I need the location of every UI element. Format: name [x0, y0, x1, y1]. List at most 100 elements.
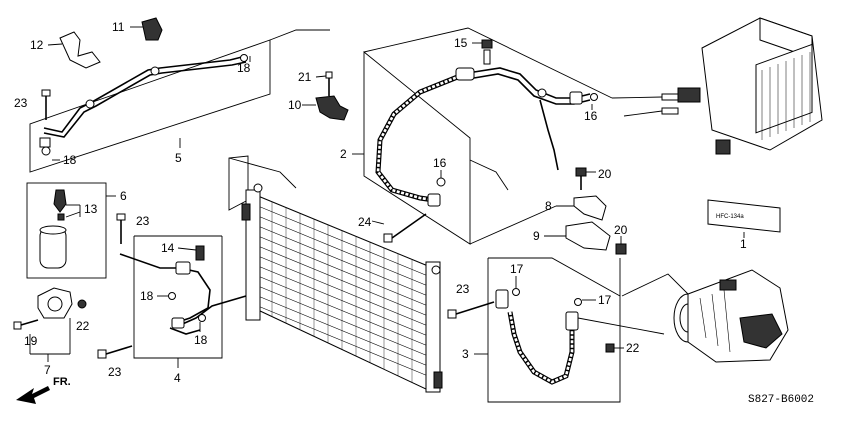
callout-7: 7	[44, 363, 51, 377]
pressure-switch-base	[57, 213, 65, 221]
callout-12: 12	[30, 38, 44, 52]
diagram-code: S827-B6002	[748, 394, 814, 406]
group-2-frame-inner	[469, 159, 509, 191]
pressure-switch	[53, 189, 67, 213]
callout-5: 5	[175, 151, 182, 165]
caution-label-text: HFC-134a	[716, 214, 744, 220]
callout-20-bottom: 20	[614, 223, 628, 237]
o-ring-17-right	[574, 298, 582, 306]
compressor	[621, 269, 789, 363]
hose-fitting-top	[455, 67, 475, 81]
discharge-fitting-right	[565, 311, 579, 331]
evap-drain	[715, 139, 731, 155]
group-7-bracket	[13, 287, 87, 362]
bolt-19-shank	[20, 319, 39, 326]
group-5-frame	[29, 39, 271, 173]
callout-23-top: 23	[14, 96, 28, 110]
evap-connect-2	[623, 110, 663, 117]
bolt-23-head	[41, 89, 51, 97]
hose-branch	[539, 99, 559, 171]
bolt-23-d-shank	[455, 301, 495, 315]
discharge-fitting-left	[495, 289, 509, 309]
suction-pipe-parallel	[43, 61, 247, 138]
evap-inlet	[661, 93, 679, 101]
condenser-fins	[257, 205, 429, 377]
group-4-frame	[133, 236, 223, 359]
bolt-23-d-head	[447, 309, 457, 319]
callout-10: 10	[288, 98, 302, 112]
callout-1: 1	[740, 237, 747, 251]
callout-6: 6	[120, 189, 127, 203]
leader-21	[315, 75, 327, 78]
evap-connect-1	[611, 96, 663, 99]
callout-22-right: 22	[626, 341, 640, 355]
bracket-12	[59, 31, 101, 69]
bolt-23-b-head	[116, 213, 126, 221]
condenser-bushing-top	[253, 183, 263, 193]
suction-hose-texture	[376, 74, 461, 202]
bolt-24-head	[383, 233, 393, 243]
callout-23-mid: 23	[136, 214, 150, 228]
caution-label-plate	[707, 199, 781, 233]
liquid-pipe-lower	[177, 295, 247, 327]
fitting-10	[315, 95, 349, 121]
o-ring-18-top	[240, 54, 248, 62]
group-6-receiver-dryer	[26, 182, 116, 279]
liquid-pipe-upper	[119, 253, 211, 323]
group-3-frame-top	[488, 257, 621, 297]
brackets-8-9	[544, 167, 627, 255]
o-ring-18-group4b	[198, 314, 206, 322]
bracket-8	[573, 195, 607, 221]
callout-numbers: 1 2 3 4 5 6 7 8 9 10 11 12 13 14 15 16 1…	[14, 20, 747, 385]
condenser-panel-frame	[228, 155, 249, 211]
group-5-pipe-assembly	[29, 17, 330, 173]
group-2-frame-top	[363, 27, 613, 99]
suction-pipe	[43, 55, 247, 133]
evaporator-core-fins	[761, 52, 811, 140]
callout-15: 15	[454, 36, 468, 50]
leader-14	[177, 247, 197, 251]
leader-12	[47, 43, 63, 46]
bracket-9	[565, 221, 611, 251]
condenser-bushing-right	[431, 265, 441, 275]
bolt-19-head	[13, 321, 22, 330]
leader-24	[371, 220, 385, 225]
service-port	[483, 49, 491, 65]
condenser-left-tank	[245, 189, 261, 321]
service-cap-15	[481, 39, 493, 49]
expansion-valve	[677, 87, 701, 103]
callout-17-right: 17	[598, 293, 612, 307]
callout-22-left: 22	[76, 319, 90, 333]
fr-arrow-icon	[16, 386, 50, 404]
hose-fitting-bottom	[427, 193, 441, 207]
callout-8: 8	[545, 199, 552, 213]
nut-22-right	[605, 343, 615, 353]
compressor-rear-head	[739, 313, 783, 349]
pipe-joint	[171, 317, 185, 329]
condenser-mount-bottom	[433, 371, 443, 389]
nut-22-left	[77, 299, 87, 309]
o-ring-16-top	[590, 93, 598, 101]
evap-outlet	[661, 107, 679, 115]
receiver-dryer-top	[39, 225, 67, 235]
callout-16-mid: 16	[433, 156, 447, 170]
clip-11	[141, 17, 163, 41]
fitting-10-and-bolt-21	[302, 71, 349, 121]
callout-16-top: 16	[584, 109, 598, 123]
callout-18-group4a: 18	[140, 289, 154, 303]
compressor-port	[719, 279, 737, 291]
hose-clamp-top	[537, 88, 547, 98]
callout-18-group4b: 18	[194, 333, 208, 347]
condenser-fins-vertical	[271, 202, 413, 382]
liquid-pipe-bend	[169, 327, 201, 335]
callout-4: 4	[174, 371, 181, 385]
discharge-to-compressor	[577, 317, 665, 335]
callout-3: 3	[462, 347, 469, 361]
callout-18-left: 18	[63, 153, 77, 167]
pipe-clamp-2	[150, 66, 160, 76]
bolt-20-b	[615, 243, 627, 255]
bolt-24-shank	[391, 213, 427, 239]
callout-23-right: 23	[456, 282, 470, 296]
group-2-suction-hose	[352, 27, 613, 245]
